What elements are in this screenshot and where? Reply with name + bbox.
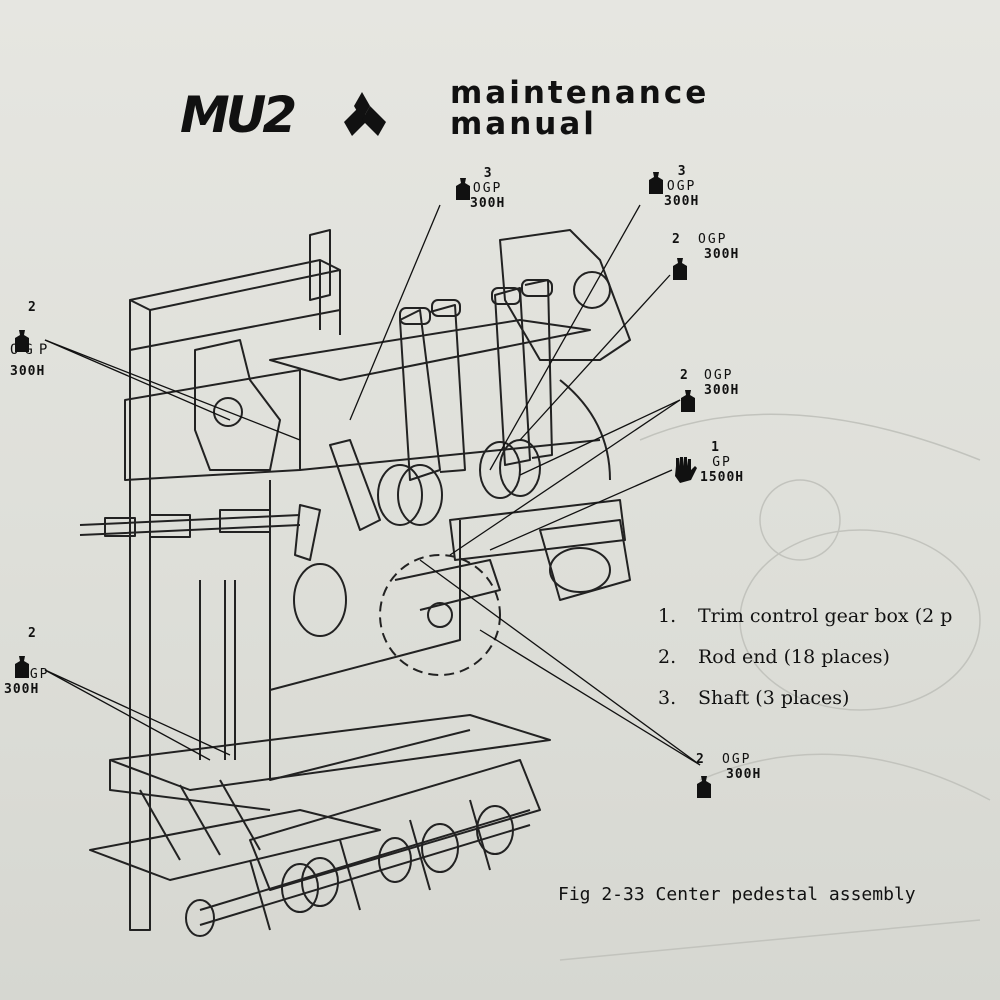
- oil-can-icon: [15, 656, 29, 678]
- figure-caption: Fig 2-33 Center pedestal assembly: [558, 884, 916, 905]
- oil-can-icon: [456, 178, 470, 200]
- legend-item: 3.Shaft (3 places): [658, 687, 850, 709]
- lubrication-callout: 3 OGP 300H: [470, 166, 506, 211]
- legend-item: 2.Rod end (18 places): [658, 646, 890, 668]
- title-line-2: manual: [450, 106, 597, 142]
- oil-can-icon: [681, 390, 695, 412]
- lubrication-callout: 3 OGP 300H: [664, 164, 700, 209]
- legend-item: 1.Trim control gear box (2 p: [658, 605, 953, 627]
- grease-callout: 1 GP 1500H: [700, 440, 745, 485]
- pedestal-drawing: [44, 204, 991, 961]
- mitsubishi-logo-icon: MU2: [180, 86, 386, 142]
- oil-can-icon: [649, 172, 663, 194]
- oil-can-icon: [673, 258, 687, 280]
- lubrication-callout: 2 OGP 300H: [10, 300, 54, 379]
- parts-legend: 1.Trim control gear box (2 p 2.Rod end (…: [658, 596, 952, 719]
- oil-can-icon: [15, 330, 29, 352]
- logo-text: MU2: [180, 86, 294, 142]
- title-line-1: maintenance: [450, 75, 710, 111]
- lubrication-callout: 2 OGP 300H: [4, 626, 50, 697]
- oil-can-icon: [697, 776, 711, 798]
- page-title: maintenance manual: [450, 78, 709, 140]
- grease-hand-icon: [675, 457, 697, 483]
